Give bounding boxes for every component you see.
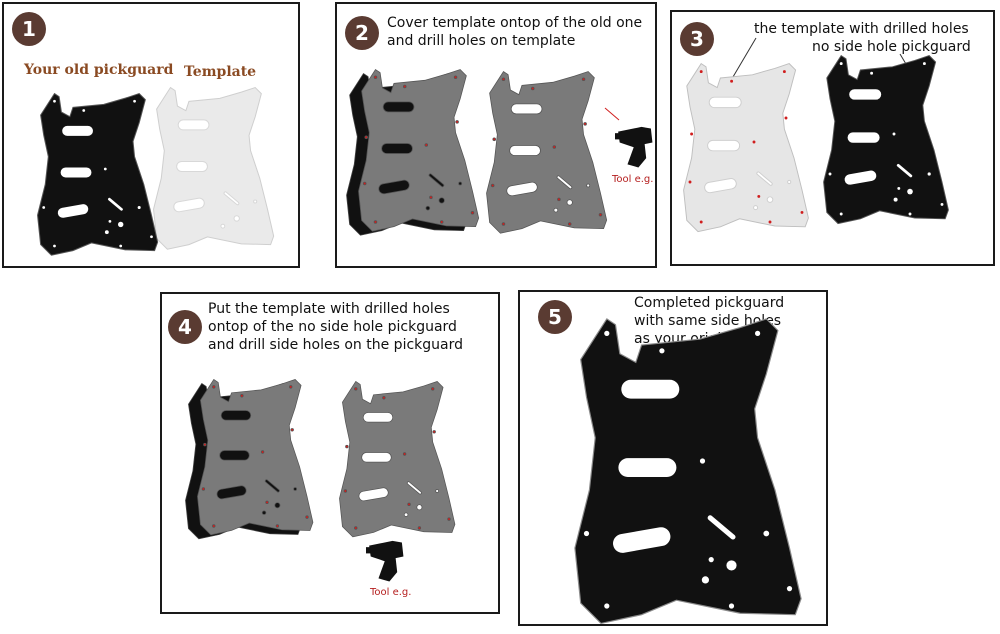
template-grey (486, 71, 608, 234)
drill-icon (366, 540, 404, 582)
step-4-panel: 4 Put the template with drilled holes on… (160, 292, 500, 614)
step-1-badge: 1 (12, 12, 46, 46)
step-2-panel: 2 Cover template ontop of the old one an… (335, 2, 657, 268)
step-4-tool-label: Tool e.g. (370, 587, 412, 598)
step-2-illustration (346, 69, 653, 236)
old-pickguard-black (37, 93, 159, 256)
completed-pickguard (574, 318, 802, 624)
step-3-caption: the template with drilled holes no side … (754, 21, 971, 55)
no-side-hole-pickguard (823, 55, 949, 225)
step-1-panel: 1 Your old pickguard Template (2, 2, 300, 268)
step-4-badge: 4 (168, 310, 202, 344)
drill-icon (615, 126, 653, 168)
step-3-badge: 3 (680, 22, 714, 56)
step-4-illustration (185, 379, 456, 582)
step-3-panel: 3 the template with drilled holes no sid… (670, 10, 995, 266)
step-5-illustration (574, 318, 802, 624)
template-grey (339, 381, 456, 538)
old-pickguard (153, 87, 275, 250)
template-label: Template (184, 64, 257, 80)
step-1-illustration (37, 87, 275, 256)
step-4-caption: Put the template with drilled holes onto… (208, 301, 464, 353)
step-2-tool-label: Tool e.g. (612, 174, 654, 185)
step-5-badge: 5 (538, 300, 572, 334)
step-3-illustration (683, 37, 949, 233)
step-2-badge: 2 (345, 16, 379, 50)
old-pickguard-label: Your old pickguard (24, 62, 174, 78)
pointer-line (729, 37, 757, 83)
step-2-caption: Cover template ontop of the old one and … (387, 15, 643, 49)
step-5-panel: 5 Completed pickguard with same side hol… (518, 290, 828, 626)
template-with-holes (683, 63, 809, 233)
